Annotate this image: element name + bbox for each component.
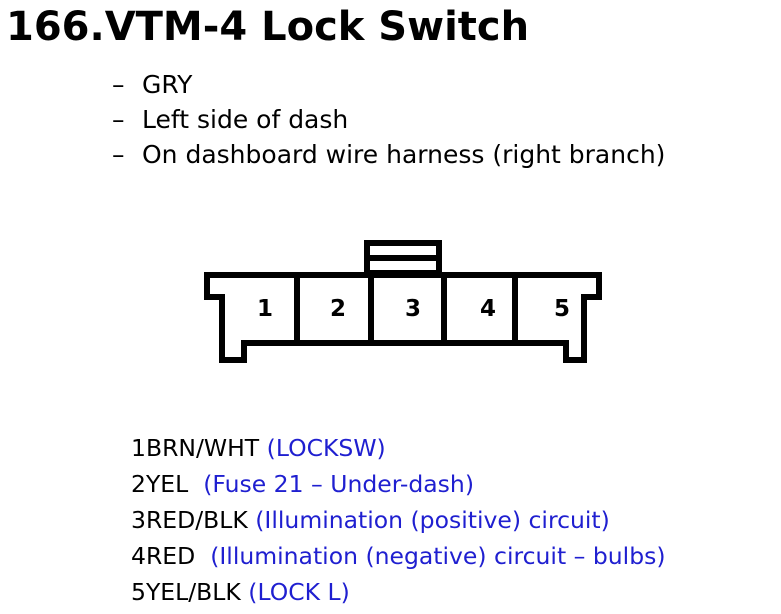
connector-notes: –GRY –Left side of dash –On dashboard wi… xyxy=(112,67,665,172)
pin-description: (Fuse 21 – Under-dash) xyxy=(203,470,474,498)
wire-color: RED/BLK xyxy=(145,506,248,534)
connector-housing xyxy=(204,272,602,363)
pin-number: 3 xyxy=(131,506,146,534)
pinout-row-5: 5YEL/BLK (LOCK L) xyxy=(131,574,666,610)
wire-color: YEL xyxy=(145,470,189,498)
note-text: On dashboard wire harness (right branch) xyxy=(142,140,666,169)
note-harness: –On dashboard wire harness (right branch… xyxy=(112,137,665,172)
wire-color: BRN/WHT xyxy=(145,434,260,462)
pin-description: (LOCK L) xyxy=(248,578,350,606)
pin-label-4: 4 xyxy=(480,296,496,322)
pin-description: (Illumination (positive) circuit) xyxy=(255,506,610,534)
wire-color: RED xyxy=(145,542,196,570)
page-title: 166.VTM-4 Lock Switch xyxy=(6,4,530,50)
pin-label-1: 1 xyxy=(257,296,273,322)
pin-number: 1 xyxy=(131,434,146,462)
note-dash: – xyxy=(112,105,125,134)
pin-label-2: 2 xyxy=(330,296,346,322)
pinout-row-2: 2YEL (Fuse 21 – Under-dash) xyxy=(131,466,666,502)
wire-color: YEL/BLK xyxy=(145,578,241,606)
pin-description: (LOCKSW) xyxy=(266,434,386,462)
pin-description: (Illumination (negative) circuit – bulbs… xyxy=(210,542,666,570)
note-dash: – xyxy=(112,70,125,99)
pinout-row-1: 1BRN/WHT (LOCKSW) xyxy=(131,430,666,466)
pin-number: 2 xyxy=(131,470,146,498)
pin-number: 5 xyxy=(131,578,146,606)
pin-label-3: 3 xyxy=(405,296,421,322)
pin-number: 4 xyxy=(131,542,146,570)
note-location: –Left side of dash xyxy=(112,102,665,137)
pin-label-5: 5 xyxy=(554,296,570,322)
note-color: –GRY xyxy=(112,67,665,102)
pinout-list: 1BRN/WHT (LOCKSW) 2YEL (Fuse 21 – Under-… xyxy=(131,430,666,610)
pinout-row-3: 3RED/BLK (Illumination (positive) circui… xyxy=(131,502,666,538)
note-dash: – xyxy=(112,140,125,169)
pinout-row-4: 4RED (Illumination (negative) circuit – … xyxy=(131,538,666,574)
note-text: Left side of dash xyxy=(142,105,349,134)
note-text: GRY xyxy=(142,70,193,99)
